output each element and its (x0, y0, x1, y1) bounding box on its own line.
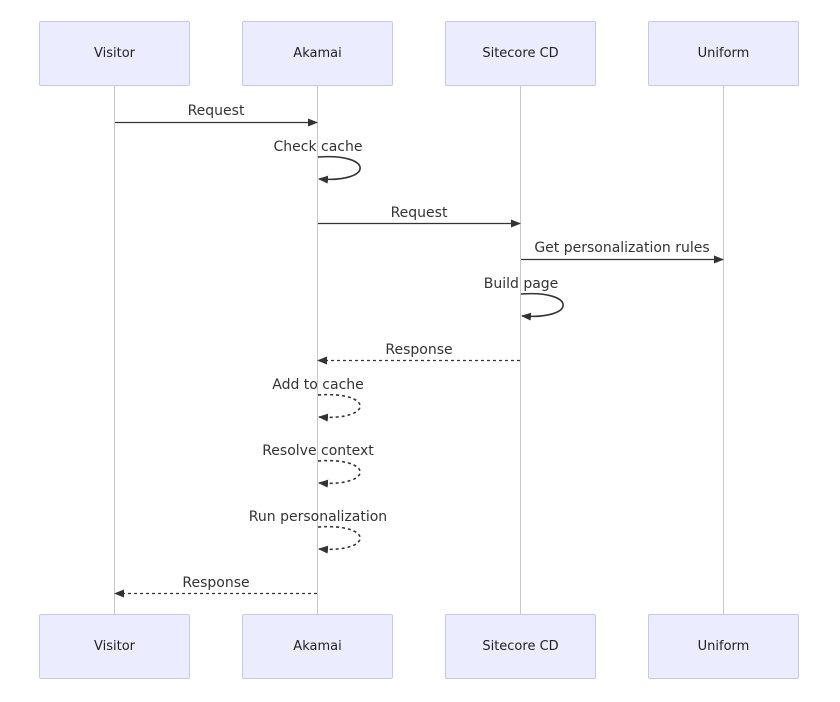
message-label: Run personalization (249, 509, 387, 525)
actor-akamai-top: Akamai (242, 21, 393, 86)
actor-label: Akamai (293, 639, 342, 654)
actor-visitor-top: Visitor (39, 21, 190, 86)
actor-akamai-bottom: Akamai (242, 614, 393, 679)
self-message-arrow (317, 459, 361, 488)
message-label: Build page (484, 276, 559, 292)
actor-sitecore-bottom: Sitecore CD (445, 614, 596, 679)
self-message-arrow (317, 525, 361, 554)
actor-uniform-bottom: Uniform (648, 614, 799, 679)
self-message-arrow (317, 393, 361, 422)
actor-label: Sitecore CD (482, 46, 559, 61)
actor-label: Sitecore CD (482, 639, 559, 654)
self-message-arrow (317, 155, 361, 184)
actor-label: Visitor (94, 46, 135, 61)
actor-label: Uniform (697, 46, 750, 61)
actor-uniform-top: Uniform (648, 21, 799, 86)
message-label: Request (391, 205, 448, 221)
actor-label: Uniform (697, 639, 750, 654)
message-label: Response (385, 342, 452, 358)
actor-visitor-bottom: Visitor (39, 614, 190, 679)
message-label: Request (188, 103, 245, 119)
message-label: Check cache (274, 139, 363, 155)
message-label: Resolve context (262, 443, 374, 459)
actor-label: Akamai (293, 46, 342, 61)
message-label: Add to cache (272, 377, 364, 393)
message-label: Response (182, 575, 249, 591)
message-label: Get personalization rules (534, 240, 709, 256)
actor-sitecore-top: Sitecore CD (445, 21, 596, 86)
self-message-arrow (520, 292, 564, 321)
actor-label: Visitor (94, 639, 135, 654)
